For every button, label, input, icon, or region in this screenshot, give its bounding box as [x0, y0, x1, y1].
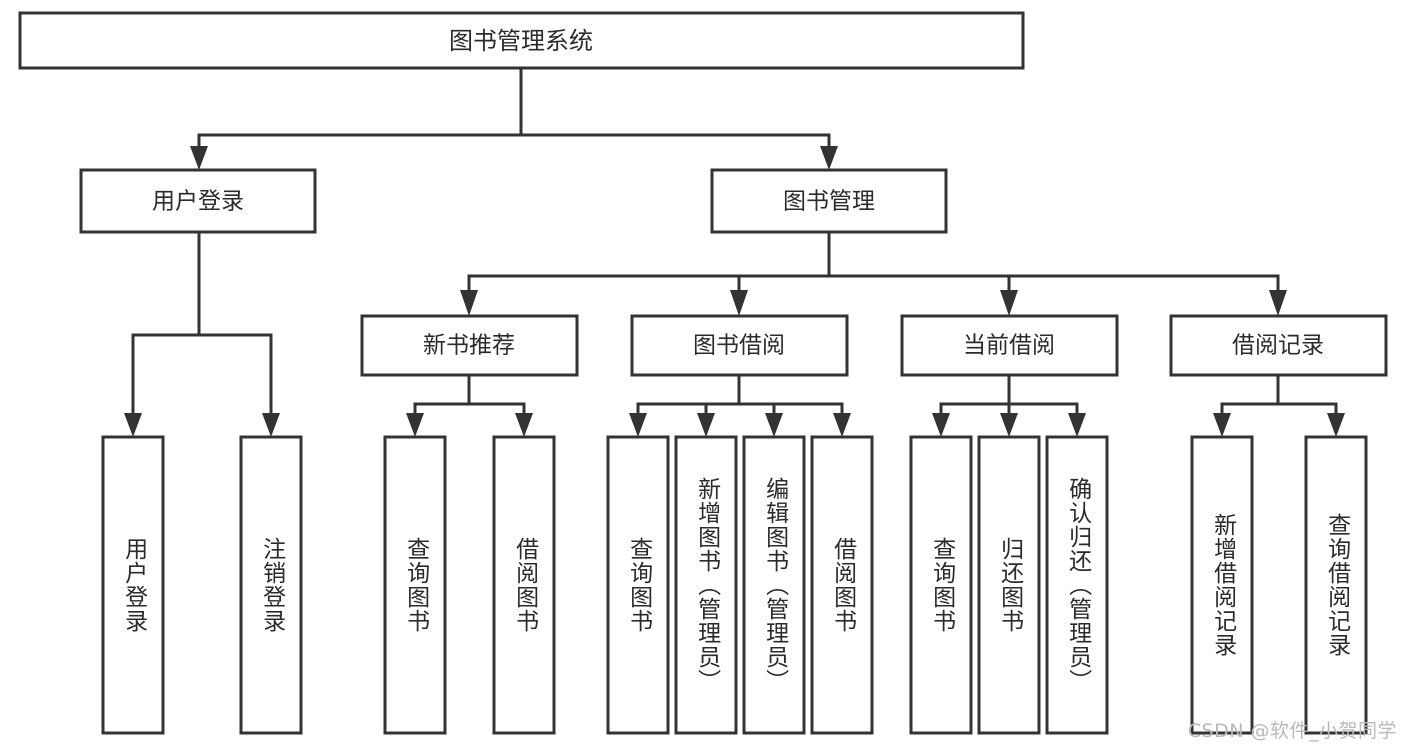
arrow-leaf-add-book	[697, 413, 715, 437]
node-book-management[interactable]	[710, 168, 948, 234]
node-layer: 图书管理系统 用户登录 图书管理 新书推荐 图书借阅 当前借阅 借阅记录	[18, 11, 1388, 735]
node-leaf-logout[interactable]	[239, 435, 303, 735]
node-current-borrow[interactable]	[900, 314, 1119, 377]
csdn-watermark: CSDN @软件_小贺同学	[1187, 720, 1397, 742]
arrow-leaf-query-book-borrow	[629, 413, 647, 437]
arrow-leaf-return-book	[1000, 413, 1018, 437]
node-user-login[interactable]	[79, 168, 317, 234]
arrow-leaf-borrow-book	[833, 413, 851, 437]
arrow-leaf-query-book-rec	[406, 413, 424, 437]
node-leaf-query-record[interactable]	[1304, 435, 1368, 735]
arrow-new-book-recommend	[460, 290, 478, 316]
arrow-leaf-confirm-return	[1068, 413, 1086, 437]
arrow-leaf-edit-book	[765, 413, 783, 437]
node-new-book-recommend[interactable]	[360, 314, 579, 377]
node-root[interactable]	[18, 11, 1025, 70]
arrow-leaf-logout	[262, 413, 280, 437]
node-leaf-query-book-cur[interactable]	[909, 435, 973, 735]
node-user-login-label: 用户登录	[152, 189, 244, 215]
arrow-leaf-borrow-book-rec	[515, 413, 533, 437]
connector-layer	[124, 66, 1345, 437]
arrow-leaf-query-book-cur	[932, 413, 950, 437]
node-new-book-recommend-label: 新书推荐	[423, 333, 515, 359]
arrow-book-borrow	[730, 290, 748, 316]
node-leaf-query-book-borrow[interactable]	[606, 435, 670, 735]
arrow-leaf-query-record	[1327, 413, 1345, 437]
node-book-management-label: 图书管理	[783, 189, 875, 215]
node-leaf-add-book[interactable]	[674, 435, 738, 735]
node-borrow-record[interactable]	[1169, 314, 1388, 377]
node-leaf-confirm-return[interactable]	[1045, 435, 1109, 735]
node-root-label: 图书管理系统	[449, 27, 593, 55]
node-current-borrow-label: 当前借阅	[963, 333, 1055, 359]
node-leaf-query-book-rec[interactable]	[383, 435, 447, 735]
node-leaf-borrow-book-rec[interactable]	[492, 435, 556, 735]
arrow-leaf-add-record	[1213, 413, 1231, 437]
arrow-book-management	[820, 146, 838, 170]
node-leaf-borrow-book[interactable]	[810, 435, 874, 735]
arrow-current-borrow	[1000, 290, 1018, 316]
node-book-borrow-label: 图书借阅	[693, 333, 785, 359]
arrow-leaf-user-login	[124, 413, 142, 437]
node-leaf-return-book[interactable]	[977, 435, 1041, 735]
node-leaf-user-login[interactable]	[101, 435, 165, 735]
node-leaf-edit-book[interactable]	[742, 435, 806, 735]
node-leaf-add-record[interactable]	[1190, 435, 1254, 735]
node-borrow-record-label: 借阅记录	[1232, 333, 1324, 359]
arrow-borrow-record	[1269, 290, 1287, 316]
node-book-borrow[interactable]	[630, 314, 849, 377]
arrow-user-login	[190, 146, 208, 170]
